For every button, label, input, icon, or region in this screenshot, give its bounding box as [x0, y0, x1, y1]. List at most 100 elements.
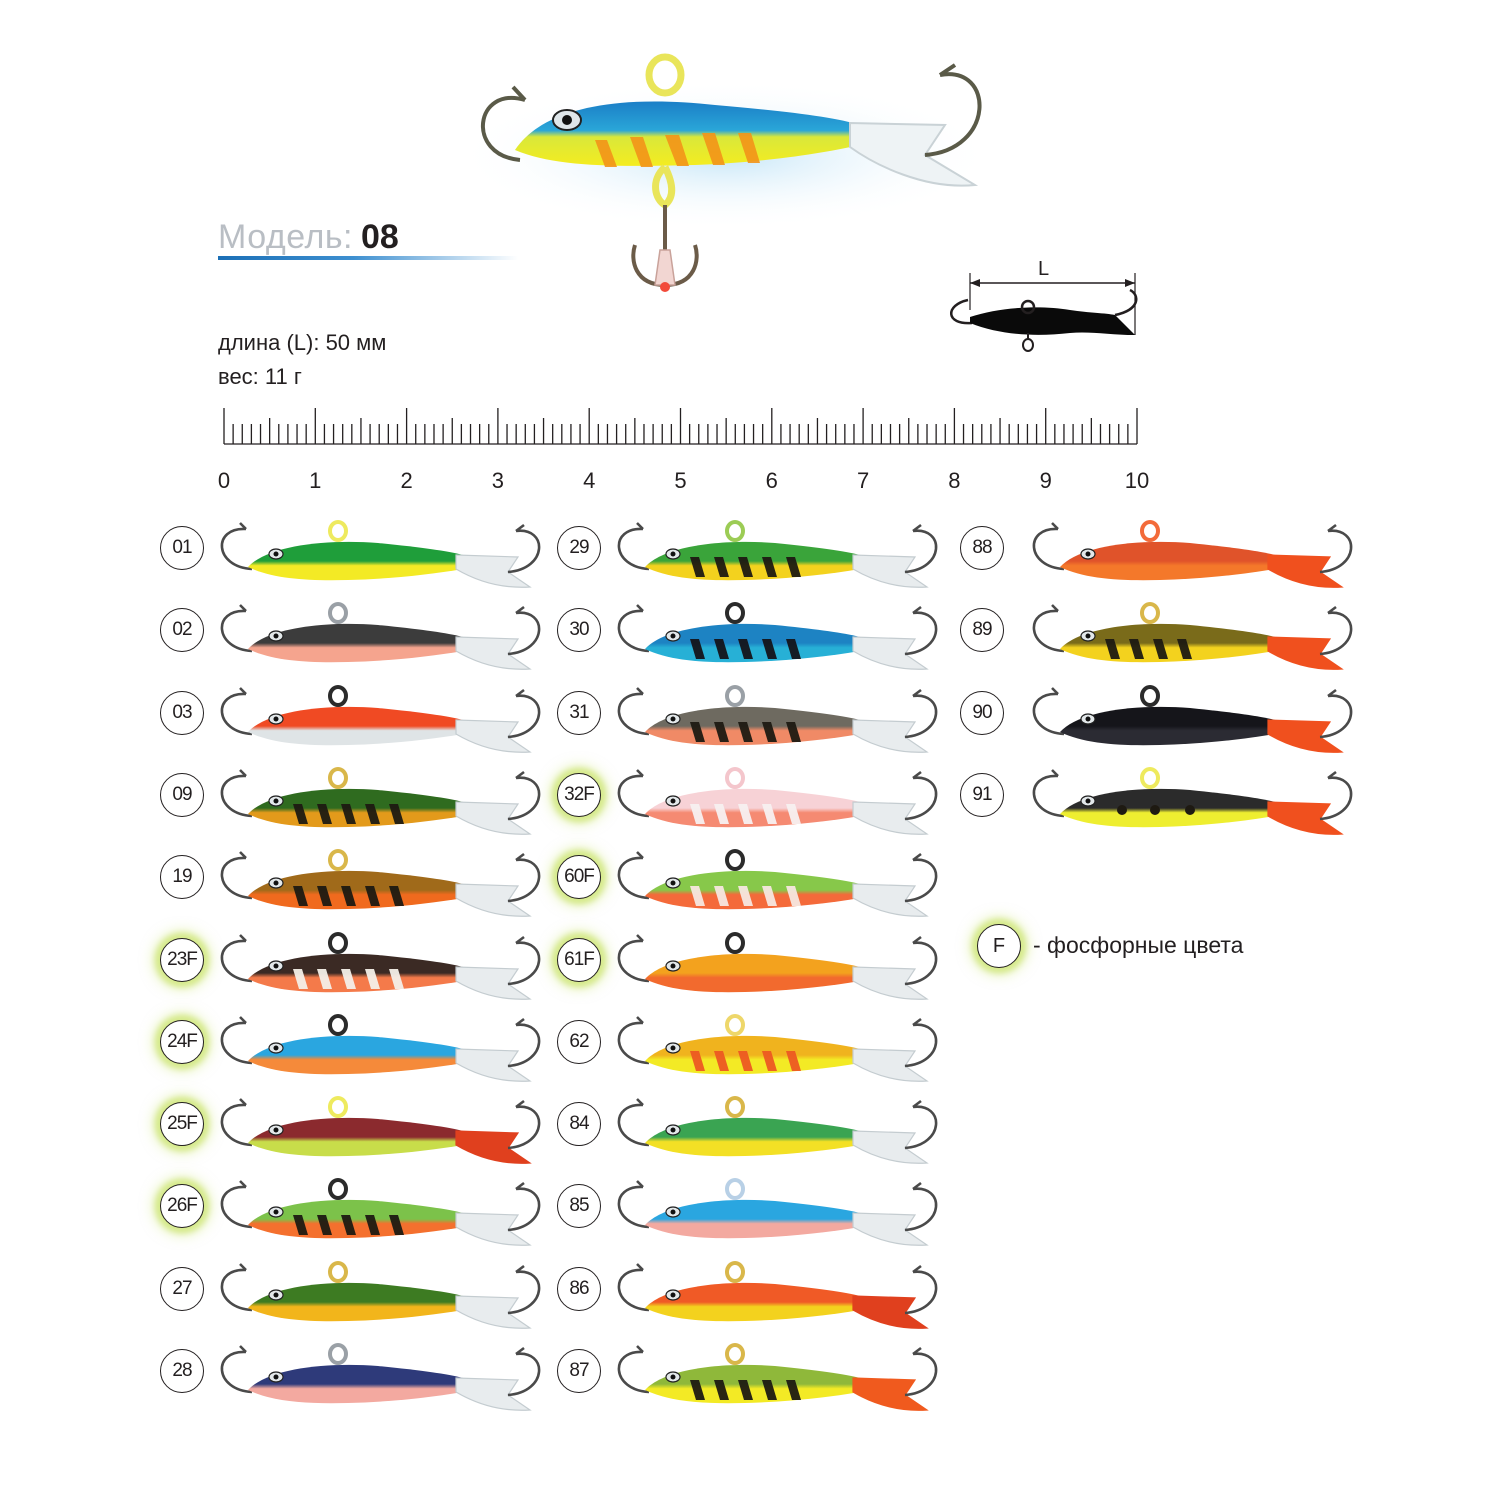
body-stripe [714, 557, 729, 577]
hook [617, 692, 650, 735]
lure-image [220, 520, 541, 588]
hero-lure-image [455, 53, 995, 292]
hook [507, 776, 541, 821]
ruler-label: 4 [583, 468, 595, 493]
hook [220, 1350, 253, 1394]
line-tie-loop [328, 602, 348, 625]
color-code-badge: 01 [160, 526, 204, 570]
tail-fin [455, 718, 532, 753]
model-title-underline [218, 256, 518, 260]
lure-image [617, 1013, 938, 1082]
tail-fin [852, 1212, 929, 1247]
ruler-label: 5 [674, 468, 686, 493]
color-code-badge: 86 [557, 1266, 601, 1311]
lure-body [248, 1200, 463, 1239]
body-stripe [714, 803, 729, 824]
lure-image [220, 766, 541, 835]
tail-fin [455, 965, 532, 1000]
body-stripe [389, 968, 404, 989]
body-stripe [365, 1215, 380, 1236]
body-stripe [1177, 639, 1192, 660]
lure-image [617, 1343, 938, 1411]
body-stripe [293, 803, 308, 824]
line-tie-loop [328, 684, 348, 707]
hook [220, 939, 253, 982]
hook [904, 1352, 938, 1397]
line-tie-loop [1140, 520, 1160, 542]
hook [1319, 529, 1353, 574]
line-tie-loop [725, 1178, 745, 1201]
tail-fin [1267, 718, 1344, 753]
body-stripe [365, 968, 380, 989]
tail-fin [852, 636, 929, 671]
tail-fin [455, 554, 532, 588]
color-code-badge: 32F [557, 772, 601, 817]
phosphor-legend-badge: F [977, 924, 1021, 968]
body-stripe [786, 557, 801, 577]
hook [904, 529, 938, 574]
color-code-badge: 30 [557, 608, 601, 653]
lure-image [617, 766, 938, 835]
color-code-badge: 84 [557, 1102, 601, 1147]
body-stripe [786, 721, 801, 742]
model-number: 08 [360, 218, 399, 256]
body-stripe [714, 721, 729, 742]
line-tie-loop [328, 849, 348, 872]
lure-image [617, 931, 938, 1000]
lure-body [645, 624, 860, 663]
hook [220, 774, 253, 818]
line-tie-loop [328, 1343, 348, 1365]
lure-image [1032, 766, 1353, 835]
color-code-badge: 31 [557, 690, 601, 735]
hook [617, 939, 650, 982]
body-stripe [690, 1050, 705, 1071]
lure-body [248, 788, 463, 828]
lure-body [645, 788, 860, 828]
dimension-label: L [1038, 258, 1049, 280]
lure-image [220, 1260, 541, 1329]
body-stripe [690, 557, 705, 577]
tail-fin [455, 1212, 532, 1247]
body-stripe [690, 1380, 705, 1400]
line-tie-loop [1140, 766, 1160, 789]
color-code-badge: 02 [160, 608, 204, 653]
body-stripe [714, 639, 729, 660]
lure-body [645, 1364, 860, 1404]
color-code-badge: 23F [160, 937, 204, 982]
tail-fin [455, 1130, 532, 1164]
lure-body [645, 706, 860, 745]
lure-image [1032, 520, 1353, 588]
body-stripe [389, 1215, 404, 1236]
lure-image [220, 931, 541, 1000]
color-code-badge: 09 [160, 772, 204, 817]
body-stripe [738, 886, 753, 907]
body-stripe [1129, 639, 1144, 660]
body-stripe [341, 968, 356, 989]
ruler-label: 10 [1125, 468, 1149, 493]
hook [904, 1270, 938, 1314]
body-stripe [786, 803, 801, 824]
body-stripe [738, 1380, 753, 1400]
hook [220, 1103, 253, 1147]
color-code-badge: 19 [160, 855, 204, 900]
lure-image [617, 1096, 938, 1164]
hook [617, 527, 650, 571]
color-code-badge: 28 [160, 1349, 204, 1393]
hook [220, 856, 253, 900]
tail-fin [852, 1130, 929, 1164]
hook [904, 941, 938, 985]
body-stripe [293, 886, 308, 907]
lure-body [248, 624, 463, 663]
hook [904, 1105, 938, 1150]
lure-image [220, 849, 541, 918]
body-stripe [317, 886, 332, 907]
lure-body [645, 871, 860, 910]
hook [617, 856, 650, 900]
body-stripe [690, 803, 705, 824]
body-stripe [714, 1050, 729, 1071]
hook [507, 1188, 541, 1232]
hook [220, 692, 253, 735]
body-stripe [690, 639, 705, 660]
body-stripe [786, 1380, 801, 1400]
tail-fin [1267, 554, 1344, 588]
